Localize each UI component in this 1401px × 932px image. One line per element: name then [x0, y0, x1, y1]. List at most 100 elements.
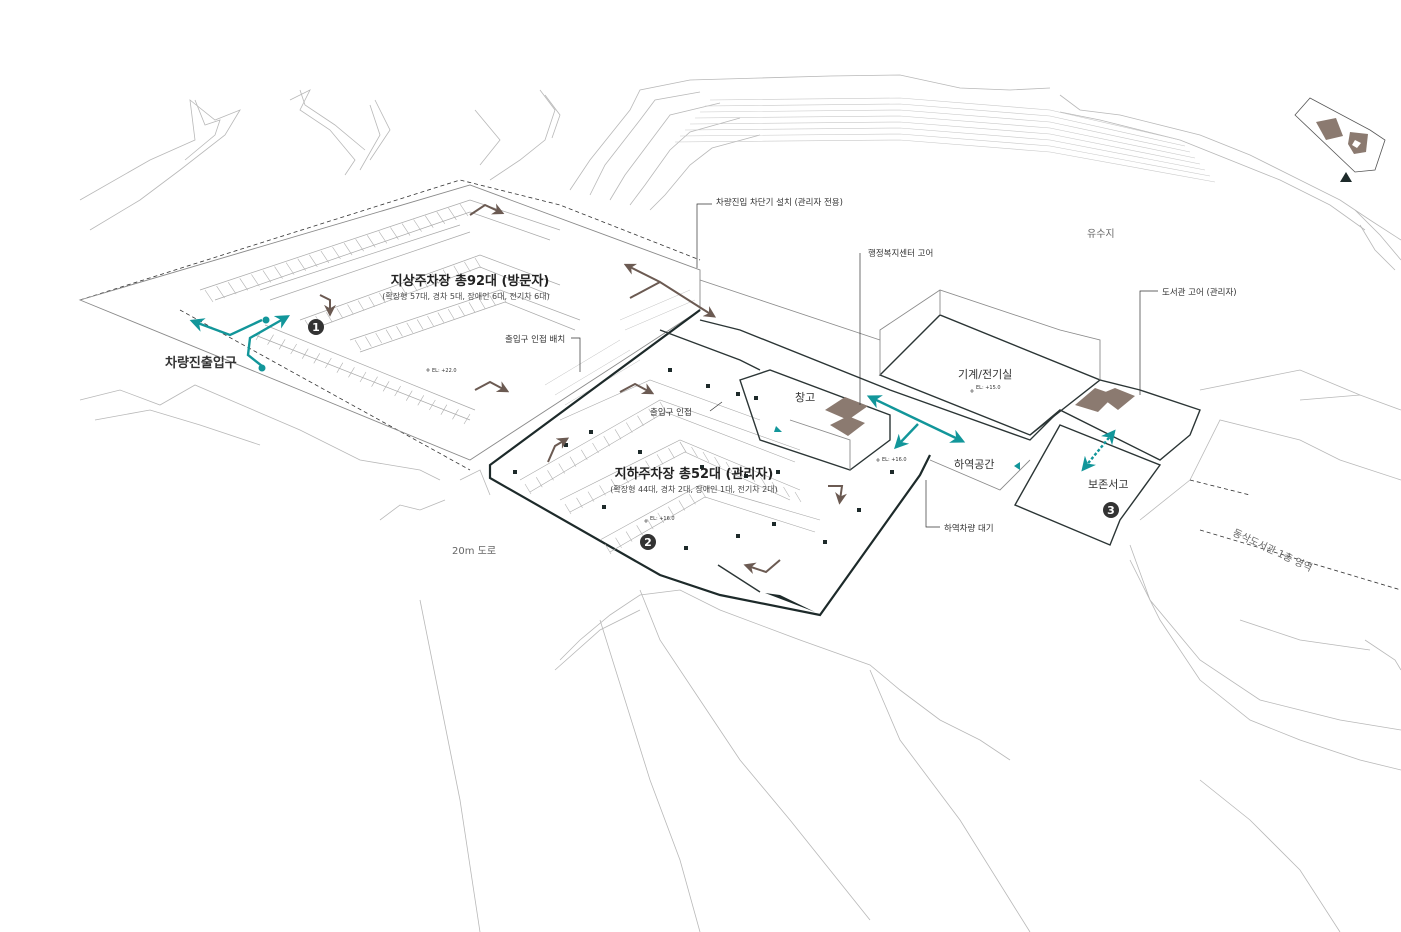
key-map-icon — [1294, 97, 1386, 173]
library-core-fill — [1075, 388, 1135, 412]
parking-stall-line — [678, 500, 686, 511]
svg-text:1: 1 — [312, 321, 320, 334]
parking-stall-line — [580, 449, 588, 460]
parking-stall-line — [794, 491, 802, 503]
road-label: 20m 도로 — [452, 546, 496, 557]
parking-stall-line — [357, 300, 365, 311]
parking-stall-line — [421, 277, 429, 288]
parking-stall-line — [625, 531, 633, 542]
circulation-arrow-icon — [189, 318, 263, 337]
parking-stall-line — [448, 207, 457, 221]
parking-stall-line — [285, 262, 295, 275]
parking-stall-line — [379, 292, 386, 304]
parking-stall-line — [464, 261, 471, 273]
parking-stall-line — [406, 322, 414, 334]
parking-stall-line — [332, 246, 341, 260]
surface-parking-subtitle: (확장형 57대, 경차 5대, 장애인 6대, 전기차 6대) — [382, 291, 550, 301]
circulation-arrows — [189, 203, 1116, 574]
elevation-label: EL: +15.0 — [976, 385, 1001, 391]
parking-stall-line — [657, 512, 665, 524]
parking-stall-line — [637, 415, 644, 426]
parking-stall-line — [564, 503, 572, 515]
terrain-context — [79, 74, 1401, 932]
parking-stall-line — [603, 436, 611, 447]
parking-stall-line — [437, 312, 445, 323]
parking-stall-line — [394, 385, 401, 397]
circulation-arrow-icon — [246, 315, 291, 367]
parking-stall-line — [410, 281, 418, 292]
parking-stall-line — [668, 506, 675, 517]
parking-stall-line — [576, 497, 583, 508]
surface-parking-title: 지상주차장 총92대 (방문자) — [391, 273, 550, 289]
parking-stall-line — [375, 332, 382, 344]
parking-stall-line — [413, 219, 422, 232]
parking-stall-line — [737, 466, 744, 478]
leader-lines — [571, 203, 1158, 528]
circulation-arrow-icon — [894, 423, 919, 450]
parking-stall-line — [524, 483, 532, 495]
circulation-arrow-icon — [469, 203, 505, 216]
parking-stall-line — [274, 266, 283, 279]
parking-stall-line — [668, 448, 675, 459]
parking-stall-line — [468, 302, 476, 313]
parking-stall-line — [385, 329, 393, 340]
parking-stall-line — [336, 308, 344, 319]
parking-stall-line — [489, 295, 496, 306]
vehicle-barrier-label: 차량진입 차단기 설치 (관리자 전용) — [716, 197, 843, 208]
parking-stall-line — [367, 235, 376, 248]
parking-stall-line — [320, 250, 330, 264]
parking-stall-line — [442, 269, 450, 280]
parking-stall-line — [646, 518, 654, 530]
parking-stall-line — [771, 481, 779, 493]
entrance-adjacent-label: 출입구 인접 배치 — [505, 334, 565, 345]
parking-stall-line — [592, 442, 599, 454]
parking-stall-line — [648, 408, 656, 419]
parking-stall-line — [325, 312, 333, 323]
parking-stall-line — [204, 289, 214, 303]
circulation-arrow-icon — [474, 380, 510, 393]
circulation-arrow-icon — [619, 382, 655, 395]
parking-stall-line — [267, 334, 274, 345]
elevation-label: EL: +22.0 — [432, 368, 457, 374]
parking-stall-line — [432, 273, 439, 284]
parking-stall-line — [499, 291, 507, 303]
surface-parking-lot — [78, 184, 701, 461]
parking-stall-line — [216, 285, 225, 299]
parking-stall-line — [725, 461, 733, 473]
parking-stall-line — [783, 486, 790, 498]
parking-stall-line — [368, 296, 376, 307]
parking-stall-line — [401, 223, 411, 236]
parking-stall-line — [659, 401, 667, 413]
parking-stall-line — [459, 203, 469, 217]
storage-archive-label: 보존서고 — [1088, 478, 1128, 491]
parking-stall-line — [365, 336, 372, 347]
parking-stall-line — [309, 254, 318, 267]
mechanical-room-label: 기계/전기실 — [958, 368, 1012, 381]
parking-stall-line — [424, 215, 434, 228]
parking-stall-line — [239, 278, 249, 291]
circulation-arrow-icon — [623, 263, 661, 283]
entrance-near-label: 출입구 인접 — [650, 407, 692, 418]
parking-stall-line — [355, 239, 364, 252]
parking-stall-line — [348, 367, 355, 378]
parking-stall-line — [313, 353, 321, 364]
parking-stall-line — [325, 357, 332, 369]
library-core-label: 도서관 고어 (관리자) — [1162, 287, 1237, 298]
parking-stall-line — [458, 305, 465, 316]
parking-stall-line — [262, 270, 272, 283]
parking-stall-line — [343, 242, 353, 256]
parking-stall-line — [416, 319, 424, 330]
parking-stall-line — [371, 376, 378, 387]
parking-stall-line — [359, 371, 367, 383]
parking-stall-line — [691, 446, 698, 458]
parking-stall-line — [389, 288, 397, 300]
parking-stall-line — [227, 282, 237, 295]
parking-stall-line — [535, 477, 543, 488]
parking-stall-line — [702, 451, 710, 463]
parking-stall-line — [622, 472, 629, 484]
north-arrow-icon — [1340, 172, 1352, 182]
parking-stall-line — [429, 399, 436, 411]
retention-pond-label: 유수지 — [1087, 228, 1115, 240]
parking-stall-line — [452, 409, 459, 420]
